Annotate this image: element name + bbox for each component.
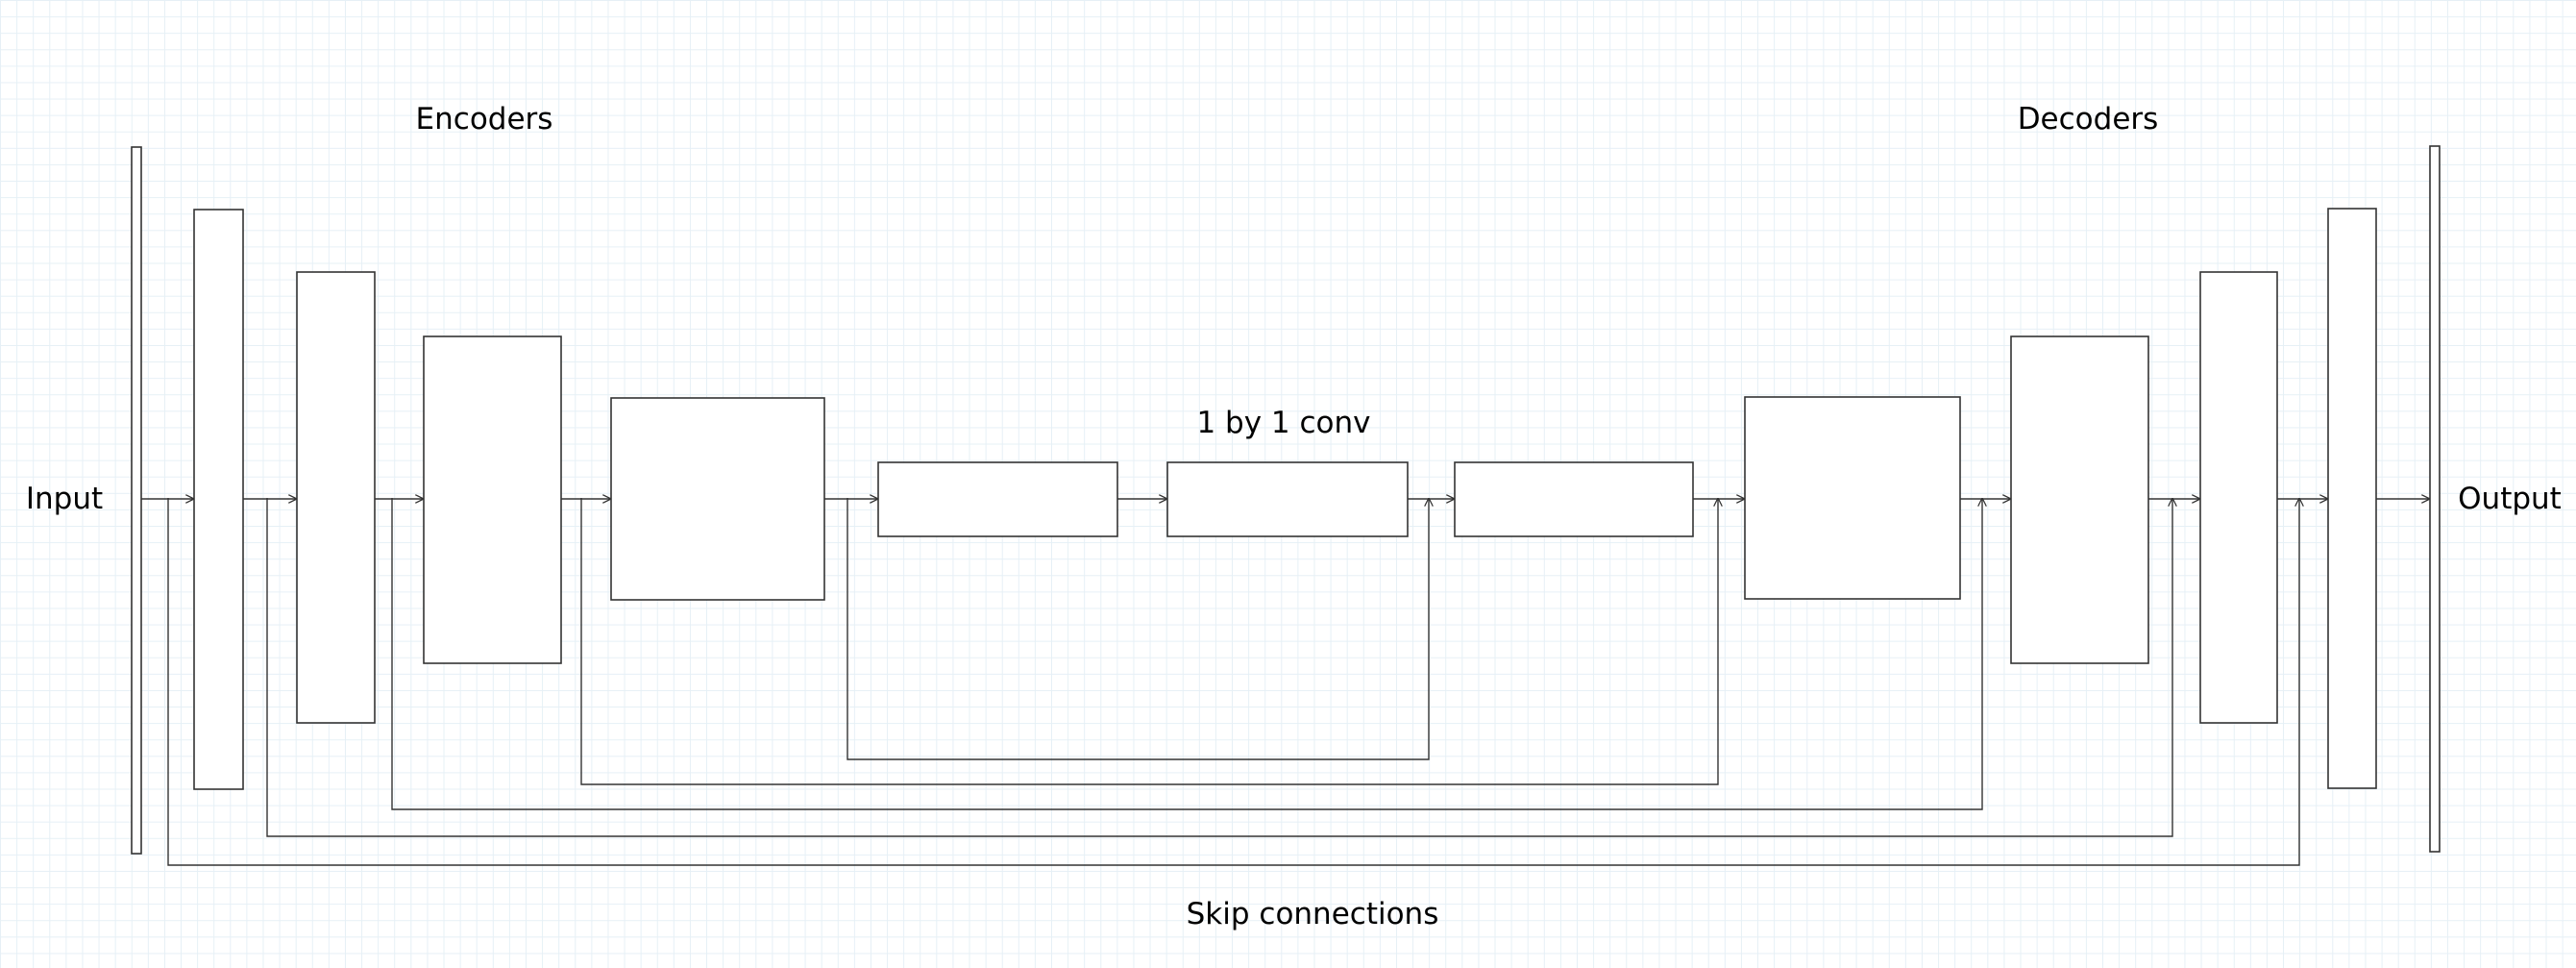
encoder-blocks xyxy=(131,146,825,855)
bottleneck-blocks xyxy=(877,461,1694,537)
output-layer xyxy=(2429,145,2441,853)
encoders-label: Encoders xyxy=(416,102,553,137)
encoder-block-3 xyxy=(423,335,562,664)
bottleneck-label: 1 by 1 conv xyxy=(1196,406,1370,440)
encoder-block-2 xyxy=(296,271,376,724)
decoders-label: Decoders xyxy=(2018,102,2159,137)
skip-connection-4 xyxy=(580,498,1718,785)
decoder-block-4 xyxy=(2327,208,2377,789)
encoder-block-1 xyxy=(193,209,244,790)
bottleneck-block-2 xyxy=(1166,461,1409,537)
skip-connection-1 xyxy=(167,498,2299,866)
input-label: Input xyxy=(26,482,103,516)
skip-connections-label: Skip connections xyxy=(1187,897,1439,931)
bottleneck-block-3 xyxy=(1454,461,1694,537)
decoder-block-3 xyxy=(2199,271,2278,724)
skip-connections xyxy=(167,498,2299,866)
decoder-block-1 xyxy=(1744,396,1961,600)
skip-connection-3 xyxy=(391,498,1982,810)
decoder-blocks xyxy=(1744,145,2441,853)
decoder-block-2 xyxy=(2010,335,2149,664)
encoder-block-4 xyxy=(610,397,825,601)
skip-connection-5 xyxy=(846,498,1429,760)
bottleneck-block-1 xyxy=(877,461,1118,537)
input-layer xyxy=(131,146,142,855)
output-label: Output xyxy=(2458,482,2562,516)
skip-connection-2 xyxy=(266,498,2172,837)
